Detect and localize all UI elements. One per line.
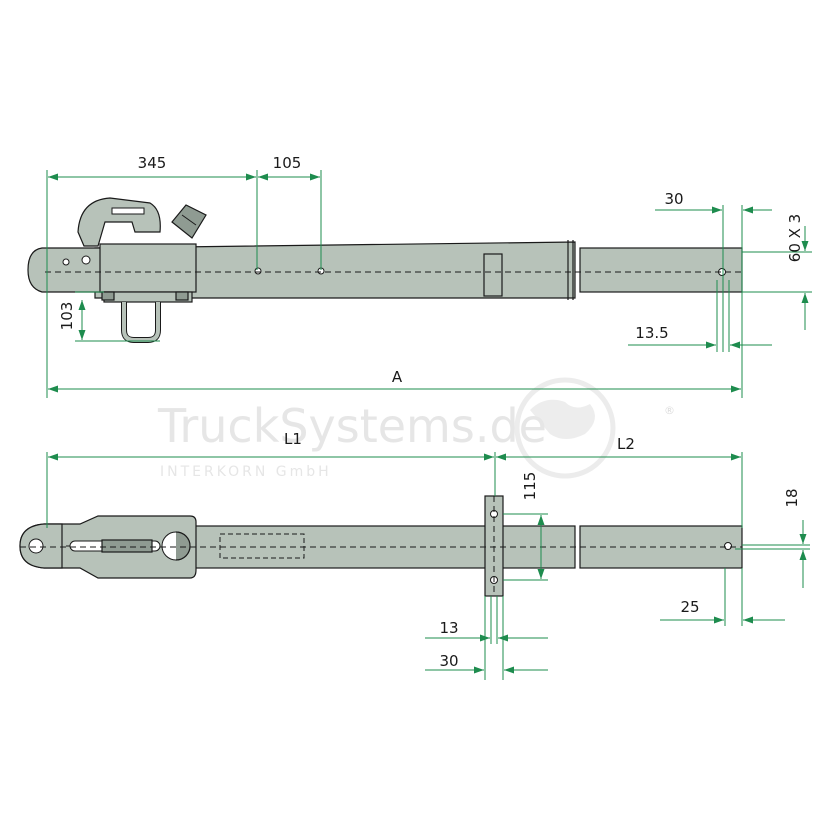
dim-label-L2: L2 <box>617 435 635 453</box>
top-latch-slot <box>111 207 145 215</box>
bottom-eye-hole-icon <box>28 538 44 554</box>
top-clamp <box>483 253 503 297</box>
top-eye-pin-icon <box>62 258 70 266</box>
globe-continents-icon <box>530 399 595 439</box>
dim-label-L1: L1 <box>284 430 302 448</box>
watermark-brand: TruckSystems.de <box>157 399 547 453</box>
bottom-spring <box>101 539 153 553</box>
dim-label-A: A <box>392 368 403 386</box>
top-drawbar-right <box>579 247 743 293</box>
top-spring-bracket-fill <box>122 302 160 342</box>
top-socket-detail <box>181 214 197 226</box>
bottom-end-hole-icon <box>724 542 732 550</box>
top-eye-pin2-icon <box>81 255 91 265</box>
dim-label-25: 25 <box>680 598 699 616</box>
top-nut-2 <box>175 291 189 301</box>
top-view-part <box>27 197 743 343</box>
top-nut-1 <box>101 291 115 301</box>
watermark: TruckSystems.de ® INTERKORN GmbH <box>157 377 675 480</box>
dim-label-13: 13 <box>439 619 458 637</box>
watermark-registered: ® <box>664 404 675 417</box>
bottom-view-part <box>19 495 743 597</box>
top-spring-bracket <box>121 302 161 343</box>
dim-label-345: 345 <box>138 154 167 172</box>
bottom-hidden-insert <box>219 533 305 559</box>
dim-label-60x3: 60 X 3 <box>786 214 804 262</box>
bottom-view-dimensions: L1 L2 115 18 25 13 30 <box>46 430 810 680</box>
dim-label-103: 103 <box>58 302 76 331</box>
watermark-company: INTERKORN GmbH <box>160 464 332 480</box>
top-view-dimensions: 345 105 30 60 X 3 103 13.5 A <box>46 154 812 398</box>
top-coupling-housing <box>99 243 197 293</box>
globe-logo-icon <box>514 377 616 479</box>
top-hole-1-icon <box>254 267 262 275</box>
dim-label-115: 115 <box>521 472 539 501</box>
dim-label-30-top: 30 <box>664 190 683 208</box>
dim-label-18: 18 <box>783 488 801 507</box>
top-latch-hook <box>77 197 161 247</box>
bottom-round-cap-half <box>175 531 191 561</box>
top-socket-icon <box>171 204 207 239</box>
dim-label-105: 105 <box>273 154 302 172</box>
top-coupling-eye <box>27 247 106 293</box>
dim-label-13-5: 13.5 <box>635 324 668 342</box>
dim-label-30-bottom: 30 <box>439 652 458 670</box>
